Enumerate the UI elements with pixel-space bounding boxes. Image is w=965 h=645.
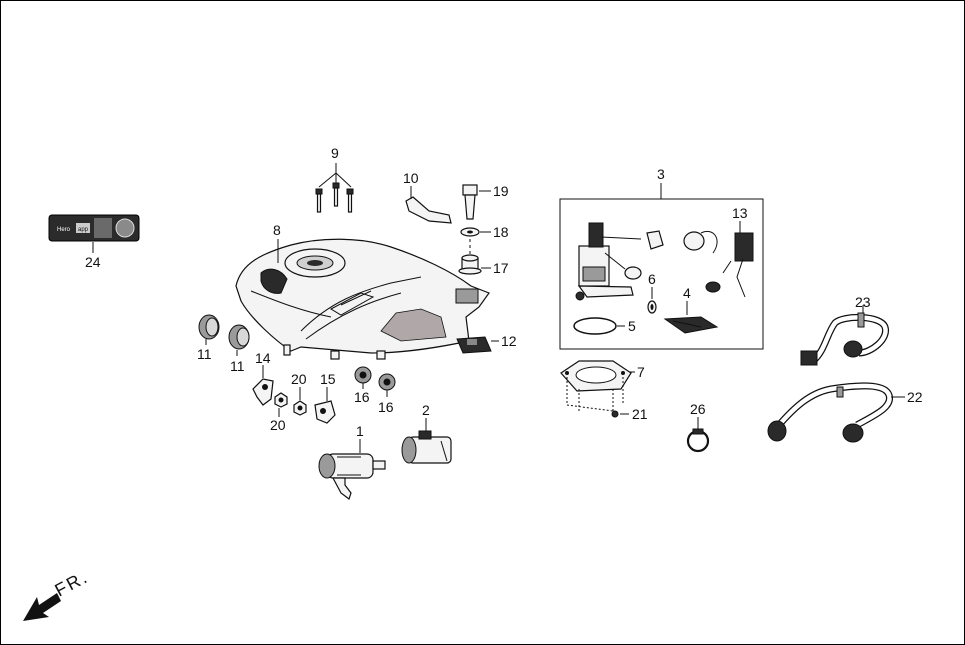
- callout-22: 22: [907, 389, 923, 405]
- callout-24: 24: [85, 254, 101, 270]
- callout-16b: 16: [378, 399, 394, 415]
- part-23-hose[interactable]: [800, 312, 890, 366]
- part-16-cap-a[interactable]: [354, 366, 372, 384]
- part-24-badge[interactable]: Hero app: [48, 214, 140, 242]
- part-19-bolt[interactable]: [462, 184, 478, 220]
- part-11-grommet-a[interactable]: [198, 314, 220, 340]
- callout-19: 19: [493, 183, 509, 199]
- part-9-bolts[interactable]: [315, 182, 354, 213]
- part-21-screw[interactable]: [611, 410, 619, 418]
- part-15-clip[interactable]: [314, 400, 336, 424]
- part-10-bracket[interactable]: [405, 196, 452, 224]
- callout-17: 17: [493, 260, 509, 276]
- part-13-sender[interactable]: [683, 231, 754, 298]
- callout-13: 13: [732, 205, 748, 221]
- callout-9: 9: [331, 145, 339, 161]
- part-16-cap-b[interactable]: [378, 373, 396, 391]
- callout-18: 18: [493, 224, 509, 240]
- callout-12: 12: [501, 333, 517, 349]
- callout-11a: 11: [197, 346, 212, 362]
- part-20-nut-a[interactable]: [293, 400, 307, 416]
- part-3-pump-body[interactable]: [575, 222, 664, 301]
- part-8-fuel-tank[interactable]: [235, 238, 490, 360]
- callout-1: 1: [356, 423, 364, 439]
- part-6-washer[interactable]: [647, 300, 657, 314]
- callout-6: 6: [648, 271, 656, 287]
- callout-11b: 11: [230, 358, 245, 374]
- callout-20b: 20: [270, 417, 286, 433]
- part-14-bracket[interactable]: [252, 378, 274, 406]
- callout-23: 23: [855, 294, 871, 310]
- callout-15: 15: [320, 371, 336, 387]
- callout-4: 4: [683, 285, 691, 301]
- part-12-pad[interactable]: [456, 336, 492, 354]
- part-17-collar[interactable]: [458, 254, 482, 275]
- part-1-unit[interactable]: [318, 453, 386, 500]
- callout-7: 7: [637, 364, 645, 380]
- part-11-grommet-b[interactable]: [228, 324, 250, 350]
- badge-brand-text: Hero: [57, 227, 71, 233]
- part-20-nut-b[interactable]: [274, 392, 288, 408]
- callout-8: 8: [273, 222, 281, 238]
- part-4-filter[interactable]: [663, 316, 719, 334]
- part-18-washer[interactable]: [460, 227, 480, 237]
- callout-3: 3: [657, 166, 665, 182]
- callout-10: 10: [403, 170, 419, 186]
- part-26-clamp[interactable]: [686, 428, 710, 453]
- part-7-mount-plate[interactable]: [560, 360, 632, 412]
- callout-2: 2: [422, 402, 430, 418]
- front-direction-label: FR.: [51, 566, 91, 600]
- badge-tag-text: app: [78, 227, 89, 233]
- callout-26: 26: [690, 401, 706, 417]
- part-2-connector[interactable]: [401, 430, 452, 464]
- part-3-assembly-frame: [559, 198, 764, 350]
- leader-9a: [318, 172, 337, 188]
- callout-16a: 16: [354, 389, 370, 405]
- callout-21: 21: [632, 406, 648, 422]
- part-22-hose[interactable]: [767, 382, 893, 443]
- front-direction-arrow-icon: [23, 593, 61, 621]
- callout-20a: 20: [291, 371, 307, 387]
- leader-9c: [335, 172, 352, 188]
- callout-14: 14: [255, 350, 271, 366]
- callout-5: 5: [628, 318, 636, 334]
- part-5-oring[interactable]: [573, 317, 617, 335]
